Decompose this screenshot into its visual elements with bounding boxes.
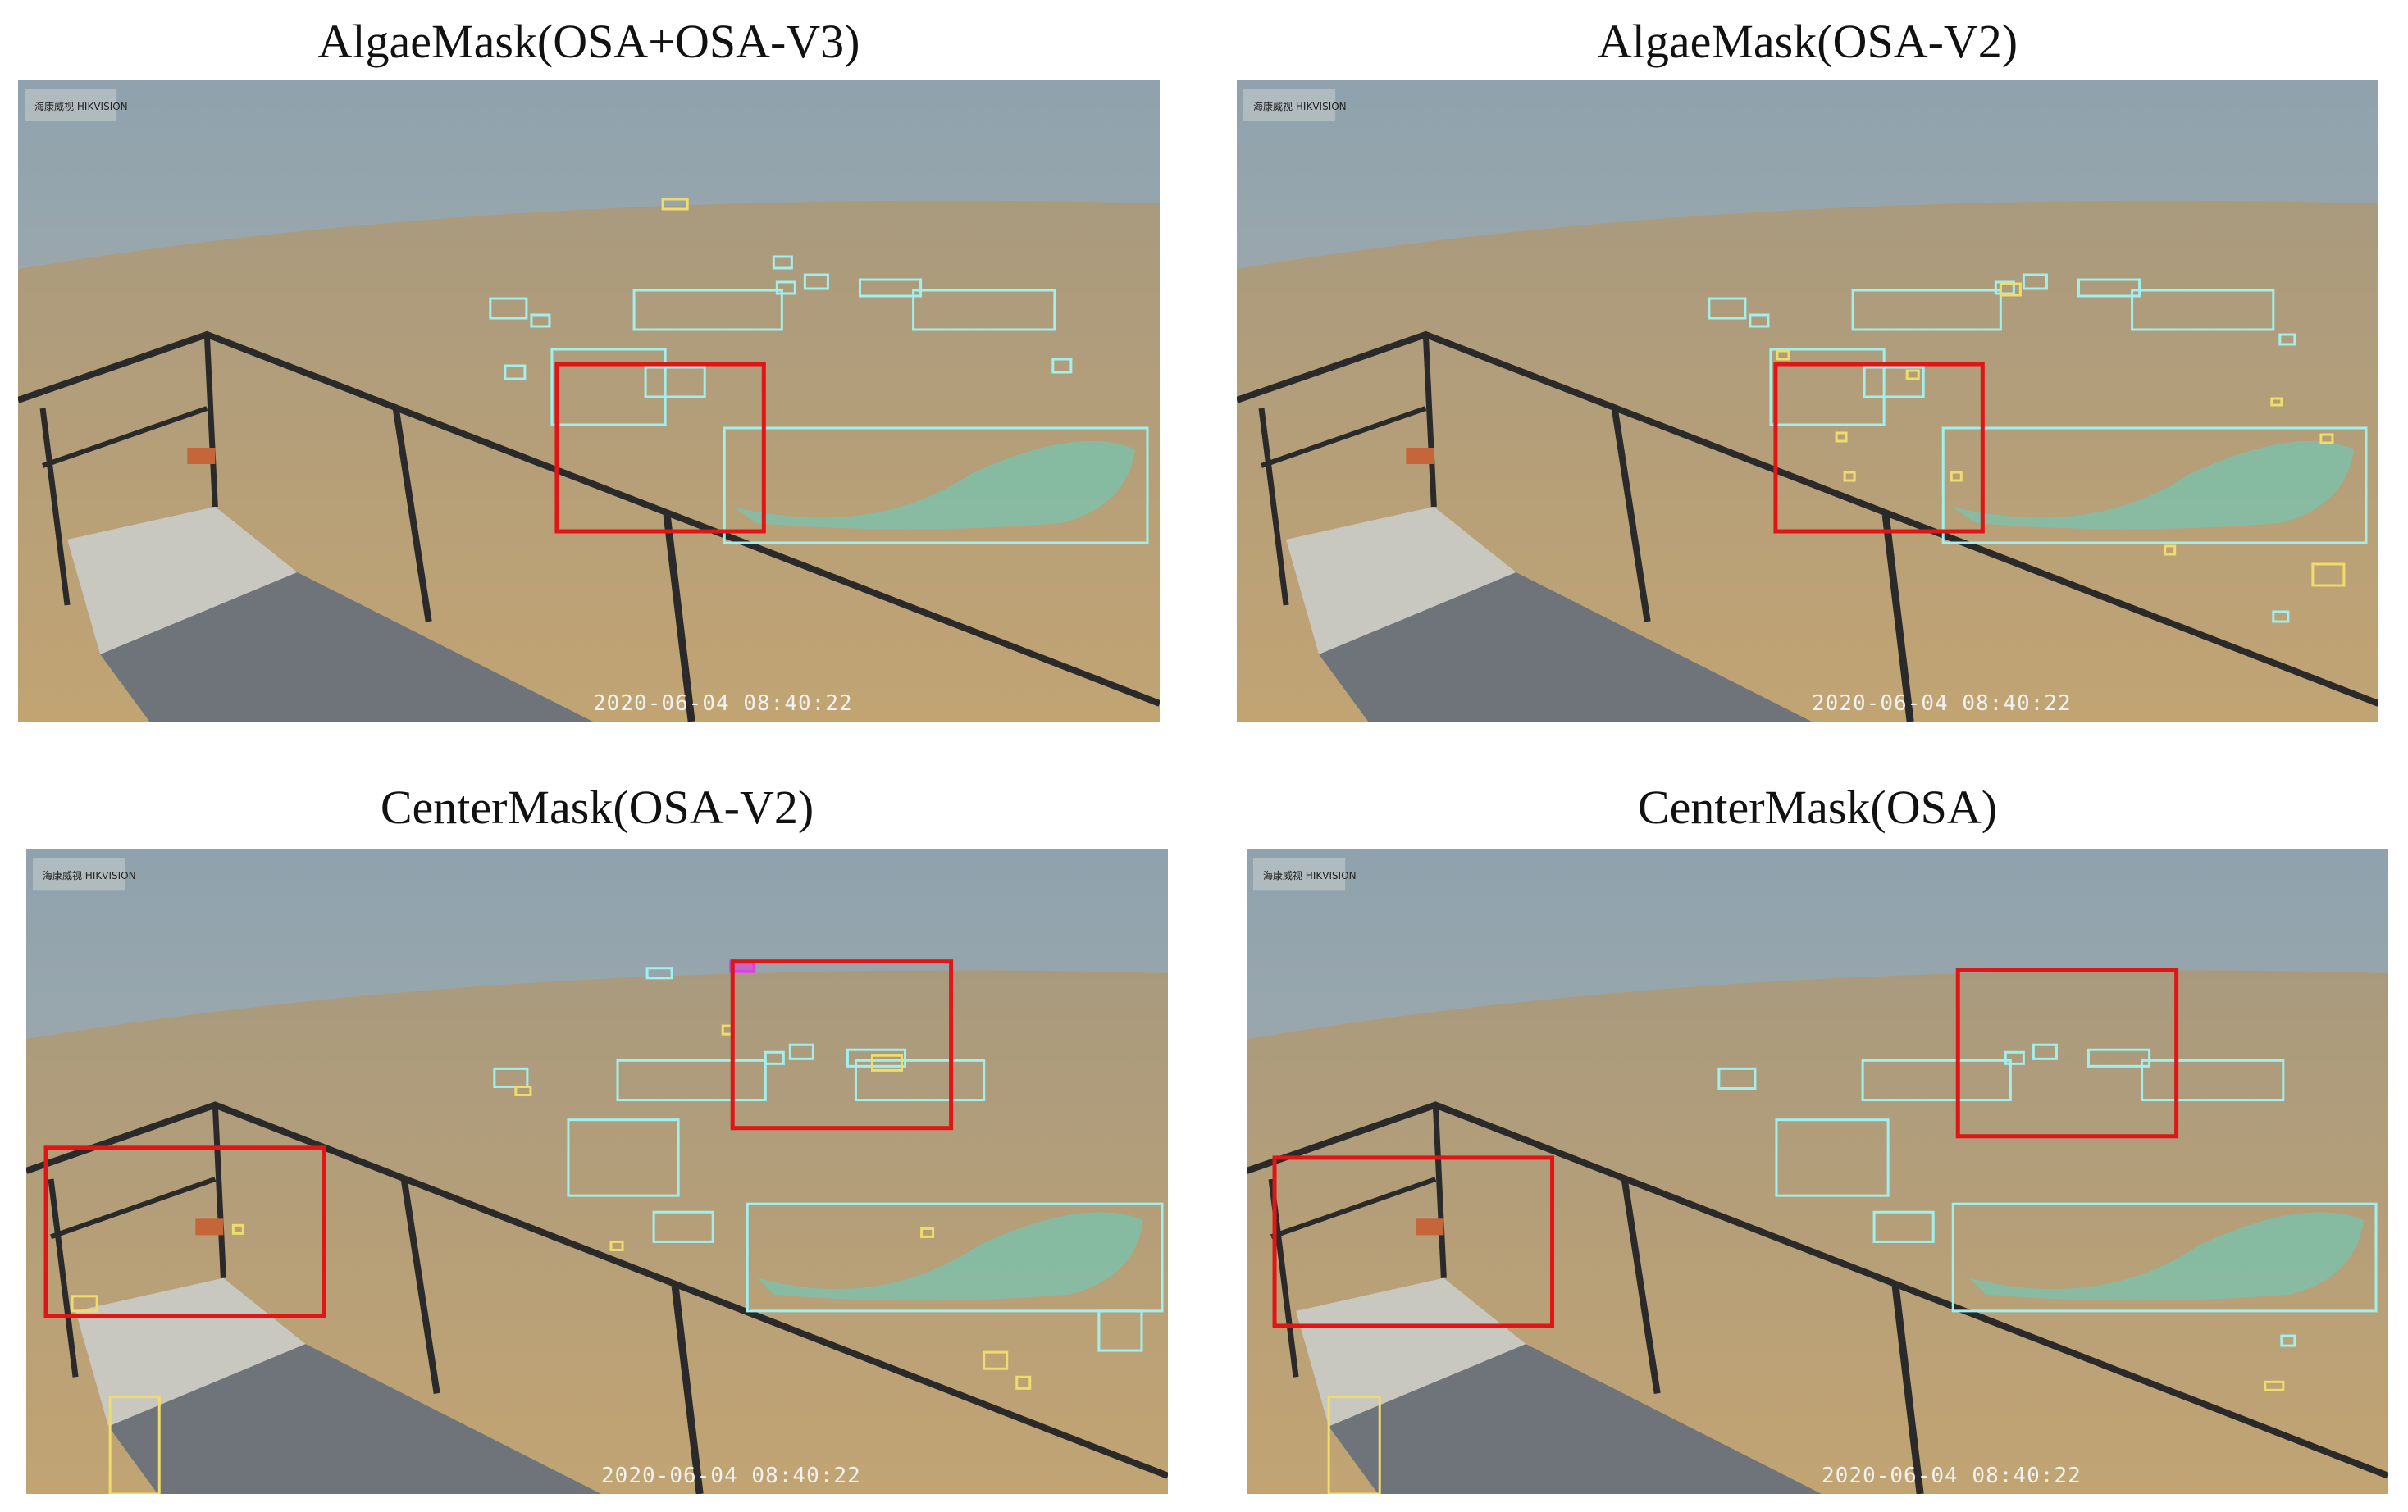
panel-title: AlgaeMask(OSA-V2) bbox=[1597, 15, 2018, 68]
algae-mask bbox=[1969, 1212, 2364, 1301]
algae-mask bbox=[1951, 441, 2354, 530]
deck-shadow bbox=[1329, 1344, 1822, 1494]
panel-algaemask-osa-osa-v3: AlgaeMask(OSA+OSA-V3) 海康威视 HIK bbox=[18, 16, 1160, 723]
logo-watermark bbox=[33, 858, 125, 891]
timestamp: 2020-06-04 08:40:22 bbox=[593, 691, 853, 716]
deck bbox=[1296, 1277, 1526, 1427]
highlight-box bbox=[730, 959, 954, 1131]
timestamp: 2020-06-04 08:40:22 bbox=[601, 1464, 861, 1488]
false-detection-boxes bbox=[1327, 1380, 2285, 1494]
false-detection-box bbox=[661, 198, 689, 211]
logo-watermark bbox=[1253, 858, 1346, 891]
orange-box bbox=[195, 1218, 224, 1236]
false-detection-boxes bbox=[1776, 282, 2346, 587]
logo-watermark bbox=[25, 89, 117, 121]
camera-image: 海康威视 HIKVISION 2020-06-04 08:40:22 bbox=[1247, 849, 2388, 1494]
highlight-box bbox=[1272, 1155, 1555, 1328]
panel-algaemask-osa-v2: AlgaeMask(OSA-V2) 海康威视 HIKVISION bbox=[1237, 16, 2378, 723]
camera-scene: 海康威视 HIKVISION bbox=[26, 849, 1168, 1494]
panel-centermask-osa: CenterMask(OSA) 海康威视 HIKVISION bbox=[1247, 784, 2388, 1496]
camera-scene: 海康威视 HIKVISION bbox=[1237, 80, 2378, 722]
algae-detections bbox=[493, 967, 1164, 1352]
camera-image: 海康威视 HIKVISION 2020-06-04 08:40:22 bbox=[18, 80, 1160, 722]
algae-mask bbox=[757, 1212, 1143, 1301]
svg-text:海康威视 HIKVISION: 海康威视 HIKVISION bbox=[43, 869, 136, 881]
camera-scene: 海康威视 HIKVISION 2020-06-04 08:40:22 bbox=[18, 80, 1160, 722]
camera-image: 海康威视 HIKVISION bbox=[26, 849, 1168, 1494]
deck-shadow bbox=[1319, 572, 1813, 722]
panel-centermask-osa-v2: CenterMask(OSA-V2) 海康威视 HIKVISION bbox=[26, 784, 1168, 1496]
panel-title: CenterMask(OSA-V2) bbox=[380, 781, 814, 834]
timestamp: 2020-06-04 08:40:22 bbox=[1812, 691, 2072, 716]
orange-box bbox=[1416, 1218, 1444, 1236]
deck-shadow bbox=[108, 1344, 602, 1494]
timestamp: 2020-06-04 08:40:22 bbox=[1822, 1464, 2082, 1488]
camera-image: 海康威视 HIKVISION bbox=[1237, 80, 2378, 722]
false-detection-boxes bbox=[71, 1024, 1032, 1494]
algae-detections bbox=[1717, 1043, 2378, 1347]
highlight-box bbox=[1955, 968, 2179, 1139]
camera-scene: 海康威视 HIKVISION 2020-06-04 08:40:22 bbox=[1247, 849, 2388, 1494]
deck bbox=[67, 507, 298, 654]
highlight-box bbox=[1773, 362, 1985, 534]
deck bbox=[1286, 507, 1516, 654]
deck-shadow bbox=[100, 572, 594, 722]
orange-box bbox=[1406, 448, 1434, 464]
highlight-box bbox=[554, 362, 766, 534]
logo-watermark bbox=[1243, 89, 1336, 121]
panel-title: AlgaeMask(OSA+OSA-V3) bbox=[317, 15, 860, 68]
algae-detections bbox=[489, 255, 1149, 544]
algae-detections bbox=[1708, 273, 2368, 623]
svg-text:海康威视 HIKVISION: 海康威视 HIKVISION bbox=[34, 100, 128, 112]
orange-box bbox=[187, 448, 216, 464]
svg-text:海康威视 HIKVISION: 海康威视 HIKVISION bbox=[1263, 869, 1357, 881]
panel-title: CenterMask(OSA) bbox=[1637, 781, 1998, 834]
svg-text:海康威视 HIKVISION: 海康威视 HIKVISION bbox=[1253, 100, 1347, 112]
algae-mask bbox=[732, 441, 1135, 530]
highlight-box bbox=[43, 1145, 326, 1318]
